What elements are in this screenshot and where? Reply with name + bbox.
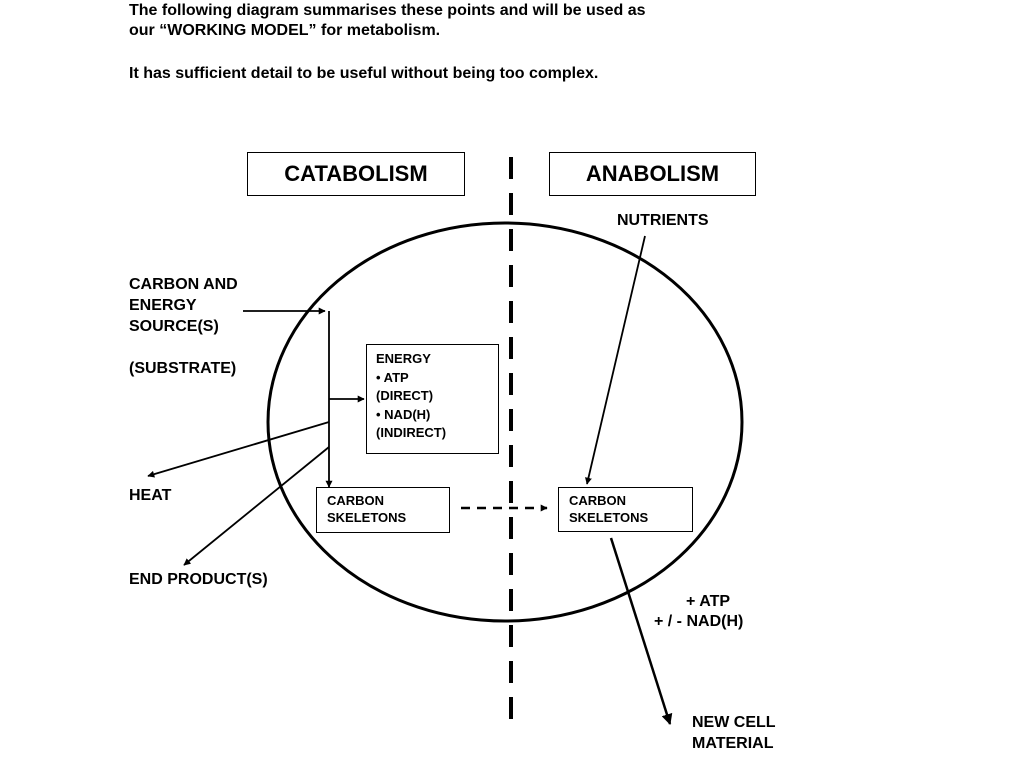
energy-atp-item: • ATP (376, 369, 409, 385)
nadh-plus-minus-label: + / - NAD(H) (654, 613, 744, 630)
intro-text-line-2: our “WORKING MODEL” for metabolism. (129, 22, 441, 39)
end-products-arrow (183, 446, 330, 566)
new-cell-material-arrow (609, 537, 673, 726)
heat-arrow (147, 421, 330, 478)
anabolism-header: ANABOLISM (549, 152, 756, 196)
carbon-skeletons-anabolism-box: CARBON SKELETONS (558, 487, 693, 532)
nutrients-label: NUTRIENTS (617, 212, 709, 229)
new-cell-material-label-2: MATERIAL (692, 735, 774, 752)
atp-plus-label: + ATP (686, 593, 731, 610)
carbon-energy-source-label-3: SOURCE(S) (129, 318, 219, 335)
energy-box: ENERGY • ATP (DIRECT) • NAD(H) (INDIRECT… (366, 344, 499, 454)
intro-text-line-1: The following diagram summarises these p… (129, 2, 646, 19)
end-products-label: END PRODUCT(S) (129, 571, 268, 588)
substrate-label: (SUBSTRATE) (129, 360, 237, 377)
carbon-skeletons-right-line1: CARBON (569, 493, 627, 508)
new-cell-material-label-1: NEW CELL (692, 714, 776, 731)
energy-nadh-item: • NAD(H) (376, 406, 431, 422)
carbon-skeletons-right-line2: SKELETONS (569, 510, 649, 525)
intro-text-line-3: It has sufficient detail to be useful wi… (129, 65, 599, 82)
carbon-energy-source-label-2: ENERGY (129, 297, 197, 314)
carbon-skeletons-left-line2: SKELETONS (327, 510, 407, 525)
nutrients-arrow (585, 235, 646, 485)
cell-ellipse (266, 221, 744, 623)
energy-title: ENERGY (376, 351, 431, 366)
energy-nadh-note: (INDIRECT) (376, 425, 447, 440)
carbon-skeletons-catabolism-box: CARBON SKELETONS (316, 487, 450, 533)
heat-label: HEAT (129, 487, 172, 504)
catabolism-header: CATABOLISM (247, 152, 465, 196)
carbon-skeletons-left-line1: CARBON (327, 493, 385, 508)
carbon-energy-source-label-1: CARBON AND (129, 276, 238, 293)
energy-atp-note: (DIRECT) (376, 388, 434, 403)
